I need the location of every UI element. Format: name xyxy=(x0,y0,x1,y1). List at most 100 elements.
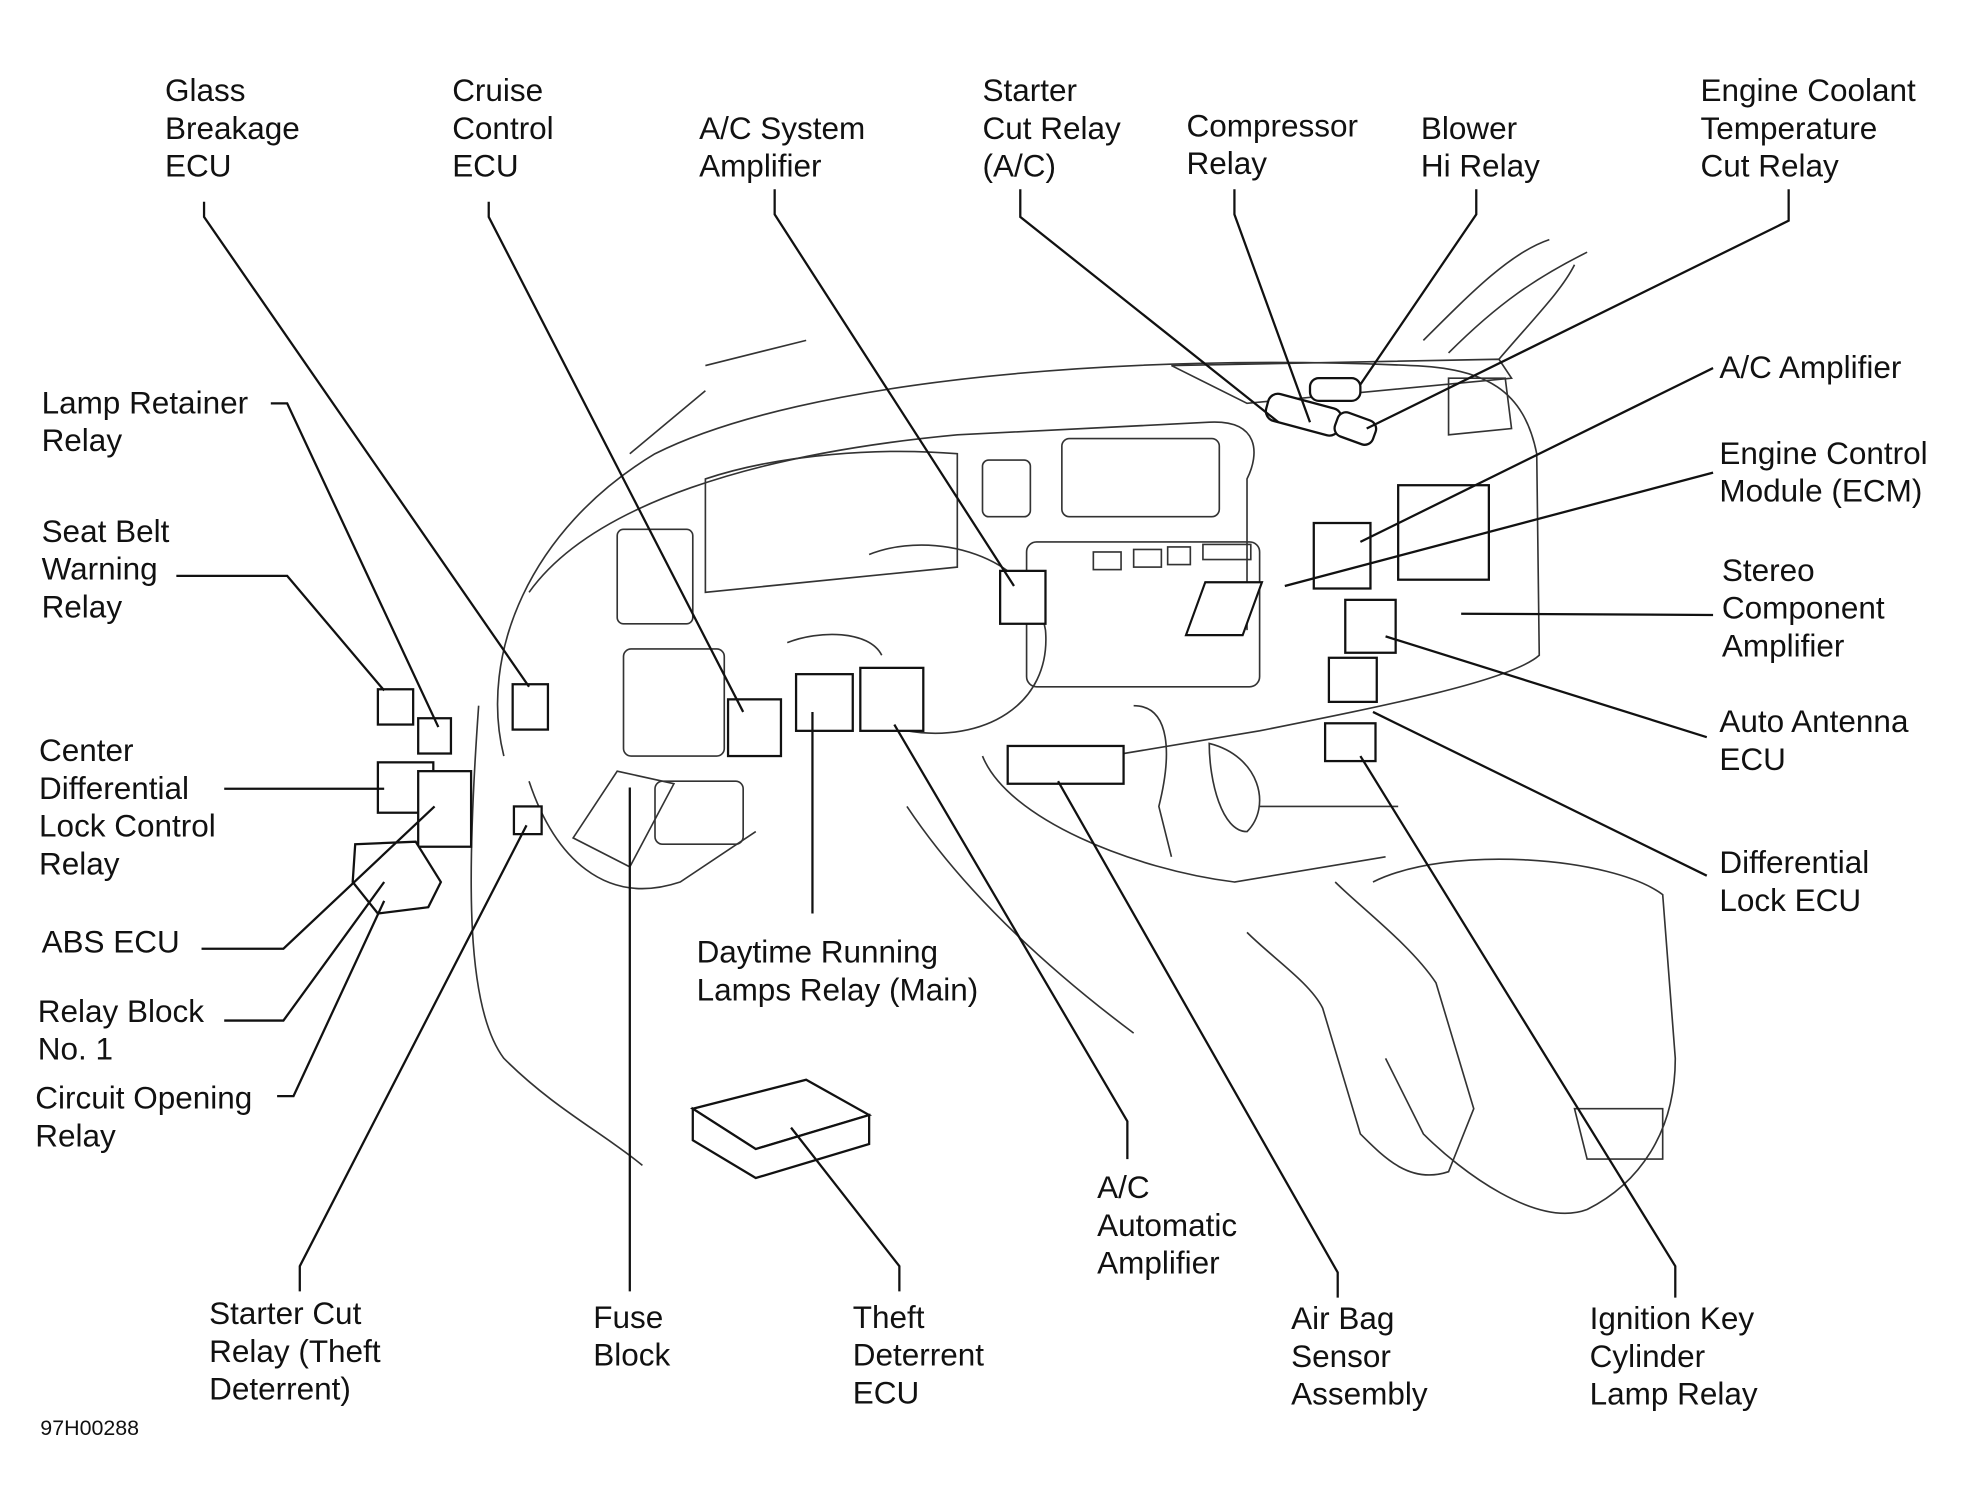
label-line: Ignition Key xyxy=(1590,1300,1755,1336)
label-line: Breakage xyxy=(165,110,300,146)
label-line: Assembly xyxy=(1291,1376,1428,1412)
label-line: Differential xyxy=(39,770,189,806)
label-line: ECU xyxy=(452,148,518,184)
dashboard-drawing xyxy=(470,238,1677,1215)
leader-lines xyxy=(176,189,1790,1298)
label-line: Amplifier xyxy=(699,148,821,184)
label-line: Hi Relay xyxy=(1421,148,1540,184)
label-line: Lock ECU xyxy=(1719,882,1861,918)
relay-block-no1-box xyxy=(351,840,443,915)
label-abs-ecu: ABS ECU xyxy=(42,924,180,960)
label-line: Block xyxy=(593,1337,670,1373)
theft-deterrent-ecu-side xyxy=(691,1106,871,1180)
label-line: Amplifier xyxy=(1097,1245,1219,1281)
label-line: ABS ECU xyxy=(42,924,180,960)
ac-amplifier-box xyxy=(1312,521,1372,590)
label-line: ECU xyxy=(1719,741,1785,777)
label-line: Differential xyxy=(1719,844,1869,880)
label-line: Circuit Opening xyxy=(35,1080,252,1116)
label-line: No. 1 xyxy=(38,1031,113,1067)
label-line: Amplifier xyxy=(1722,628,1844,664)
components xyxy=(351,377,1490,1180)
diagram-code: 97H00288 xyxy=(40,1416,139,1440)
drl-relay-box xyxy=(794,673,854,732)
label-line: Compressor xyxy=(1187,107,1358,143)
label-line: ECU xyxy=(853,1374,919,1410)
label-line: Air Bag xyxy=(1291,1300,1394,1336)
coolant-relay-part xyxy=(1333,411,1378,446)
label-line: Relay xyxy=(39,845,120,881)
label-line: Cut Relay xyxy=(983,110,1121,146)
label-line: Cruise xyxy=(452,72,543,108)
label-line: Lock Control xyxy=(39,808,216,844)
label-line: Module (ECM) xyxy=(1719,473,1922,509)
label-line: Control xyxy=(452,110,553,146)
ecm-box xyxy=(1397,484,1490,581)
air-bag-sensor-box xyxy=(1006,744,1125,785)
label-line: Deterrent xyxy=(853,1337,984,1373)
label-line: (A/C) xyxy=(983,148,1056,184)
label-line: Relay (Theft xyxy=(209,1333,381,1369)
label-line: Deterrent) xyxy=(209,1371,351,1407)
label-line: Relay xyxy=(42,422,123,458)
label-line: Relay xyxy=(42,588,123,624)
label-line: Fuse xyxy=(593,1299,663,1335)
label-line: Automatic xyxy=(1097,1207,1237,1243)
label-line: Relay xyxy=(35,1118,116,1154)
label-line: Auto Antenna xyxy=(1719,703,1909,739)
label-line: A/C System xyxy=(699,110,865,146)
label-line: Engine Control xyxy=(1719,435,1927,471)
label-line: Cut Relay xyxy=(1700,148,1838,184)
ac-system-amplifier-box xyxy=(999,569,1047,625)
auto-antenna-ecu-box xyxy=(1344,598,1397,654)
label-line: A/C xyxy=(1097,1169,1149,1205)
label-line: Component xyxy=(1722,590,1885,626)
abs-ecu-box xyxy=(417,770,473,848)
label-line: Center xyxy=(39,732,133,768)
ac-automatic-amplifier-box xyxy=(859,666,925,732)
label-line: Lamp Retainer xyxy=(42,384,249,420)
ignition-key-relay-box xyxy=(1323,722,1377,763)
label-line: Starter xyxy=(983,72,1077,108)
label-line: Blower xyxy=(1421,110,1517,146)
starter-cut-relay-theft-box xyxy=(512,805,543,836)
differential-lock-ecu-box xyxy=(1327,656,1378,704)
label-line: Temperature xyxy=(1700,110,1877,146)
seat-belt-relay-box xyxy=(376,688,415,726)
label-line: Daytime Running xyxy=(697,934,939,970)
label-line: Relay xyxy=(1187,145,1268,181)
cruise-control-ecu-box xyxy=(726,698,783,758)
label-line: Warning xyxy=(42,551,158,587)
label-line: Cylinder xyxy=(1590,1338,1705,1374)
label-line: Stereo xyxy=(1722,552,1815,588)
glass-breakage-ecu-box xyxy=(511,683,550,731)
label-line: A/C Amplifier xyxy=(1719,349,1901,385)
label-line: Theft xyxy=(853,1299,925,1335)
stereo-amplifier-box xyxy=(1184,581,1264,637)
label-line: Sensor xyxy=(1291,1338,1391,1374)
